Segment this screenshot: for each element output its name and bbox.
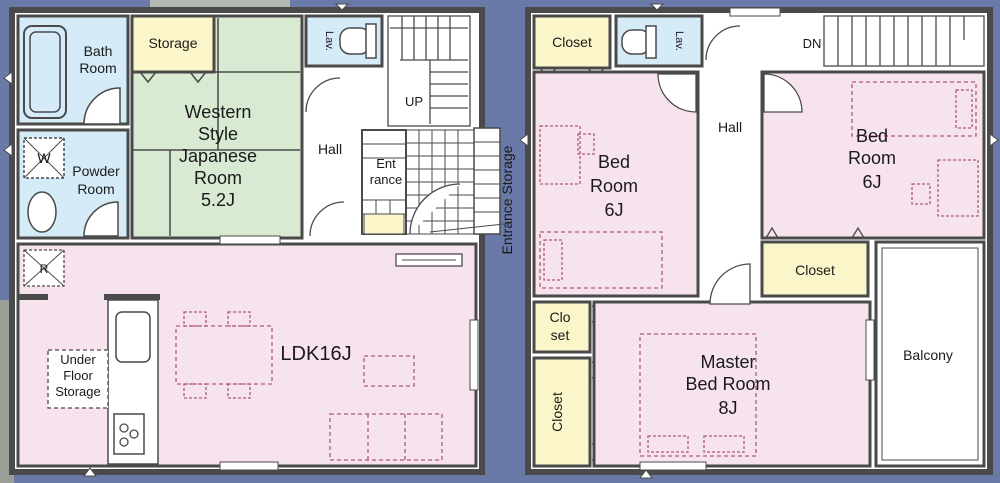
kitchen-sink xyxy=(115,311,151,363)
dining-chairs xyxy=(183,311,251,399)
lav-label: Lav. xyxy=(323,31,335,51)
bed-right-door xyxy=(763,73,803,113)
hall-2f-label: Hall xyxy=(718,119,742,135)
stove xyxy=(113,413,145,455)
closet-small-label: Clo xyxy=(549,309,570,325)
powder-door xyxy=(83,201,119,237)
stairs-floor2 xyxy=(823,15,985,67)
japanese-room-label: Style xyxy=(198,124,238,144)
closet-mid-label: Closet xyxy=(795,262,835,278)
window xyxy=(469,319,479,391)
bed-left-door xyxy=(657,73,697,113)
desk xyxy=(539,125,581,185)
bath-room-label: Room xyxy=(79,60,116,76)
hall-door xyxy=(305,77,341,113)
balcony-label: Balcony xyxy=(903,347,953,363)
japanese-room-label: Western xyxy=(185,102,252,122)
window xyxy=(219,461,279,471)
floor-1: Bath Room Storage Storage Western Style … xyxy=(3,3,501,477)
entrance-label: Ent xyxy=(376,156,396,171)
bed-left-label: Room xyxy=(590,176,638,196)
window xyxy=(639,461,707,471)
closet-top-label: Closet xyxy=(552,34,592,50)
bed-left-label: Bed xyxy=(598,152,630,172)
japanese-room-size: 5.2J xyxy=(201,190,235,210)
master-label: Bed Room xyxy=(685,374,770,394)
closet-vertical-label: Closet xyxy=(549,392,565,432)
dn-label: DN xyxy=(803,36,822,51)
window xyxy=(219,235,281,245)
ldk-label: LDK16J xyxy=(280,343,351,365)
lavatory-2f xyxy=(614,14,704,68)
under-floor-label: Under xyxy=(60,352,96,367)
arrow-marker xyxy=(989,133,999,147)
closet-mid xyxy=(760,240,870,298)
tv-board xyxy=(329,413,443,461)
bed-right-size: 6J xyxy=(862,172,881,192)
leader-line xyxy=(429,223,505,233)
sink-icon xyxy=(27,191,57,233)
arrow-marker xyxy=(649,3,665,11)
bathtub xyxy=(23,25,67,119)
arrow-marker xyxy=(3,71,13,85)
entrance-storage-label: Entrance Storage xyxy=(499,145,515,254)
arrow-marker xyxy=(334,3,350,11)
closet-vertical xyxy=(532,356,592,468)
coffee-table xyxy=(363,355,415,387)
bed-left xyxy=(539,231,663,289)
closet-top xyxy=(532,14,612,70)
under-floor-storage xyxy=(47,349,109,409)
entrance-step xyxy=(363,213,405,235)
powder-room-label: Powder xyxy=(72,163,120,179)
bath-door-swing xyxy=(83,87,121,125)
wall-stub xyxy=(104,294,160,300)
storage-door xyxy=(139,71,157,84)
bed-right-label: Room xyxy=(848,148,896,168)
master-door xyxy=(709,263,751,305)
lav-2f-label: Lav. xyxy=(673,31,685,51)
powder-room-label: Room xyxy=(77,181,114,197)
arrow-marker xyxy=(83,467,97,477)
japanese-room-label: Room xyxy=(194,168,242,188)
under-floor-label: Floor xyxy=(63,368,93,383)
bath-room-label: Bath xyxy=(84,43,113,59)
arrow-marker xyxy=(639,469,653,479)
window xyxy=(729,7,781,17)
arrow-marker xyxy=(3,143,13,157)
bg-patch xyxy=(150,0,290,8)
balcony xyxy=(874,240,986,468)
entrance-door xyxy=(409,183,461,235)
entrance-storage-box xyxy=(473,127,501,235)
window xyxy=(865,319,875,381)
bed-left-size: 6J xyxy=(604,200,623,220)
japanese-room-label: Japanese xyxy=(179,146,257,166)
under-floor-label: Storage xyxy=(55,384,101,399)
hall-door xyxy=(705,25,741,61)
wall-stub xyxy=(18,294,48,300)
desk-right xyxy=(937,159,979,217)
master-bed xyxy=(639,333,757,457)
washer-label: W xyxy=(37,150,51,166)
arrow-marker xyxy=(519,133,529,147)
floor-2: Closet Lav. DN Hall Bed Room 6J xyxy=(519,3,999,479)
closet-small xyxy=(532,300,592,354)
entrance-label: rance xyxy=(370,172,403,187)
svg-text:Storage: Storage xyxy=(148,35,197,51)
bed-right xyxy=(851,81,977,137)
bed-right-label: Bed xyxy=(856,126,888,146)
tatami-lines xyxy=(132,18,300,236)
up-label: UP xyxy=(405,94,423,109)
master-size: 8J xyxy=(718,398,737,418)
stairs-floor1 xyxy=(387,15,471,127)
hall-label: Hall xyxy=(318,141,342,157)
refrigerator-label: R xyxy=(40,262,49,276)
closet-small-label: set xyxy=(551,327,570,343)
master-label: Master xyxy=(700,352,755,372)
